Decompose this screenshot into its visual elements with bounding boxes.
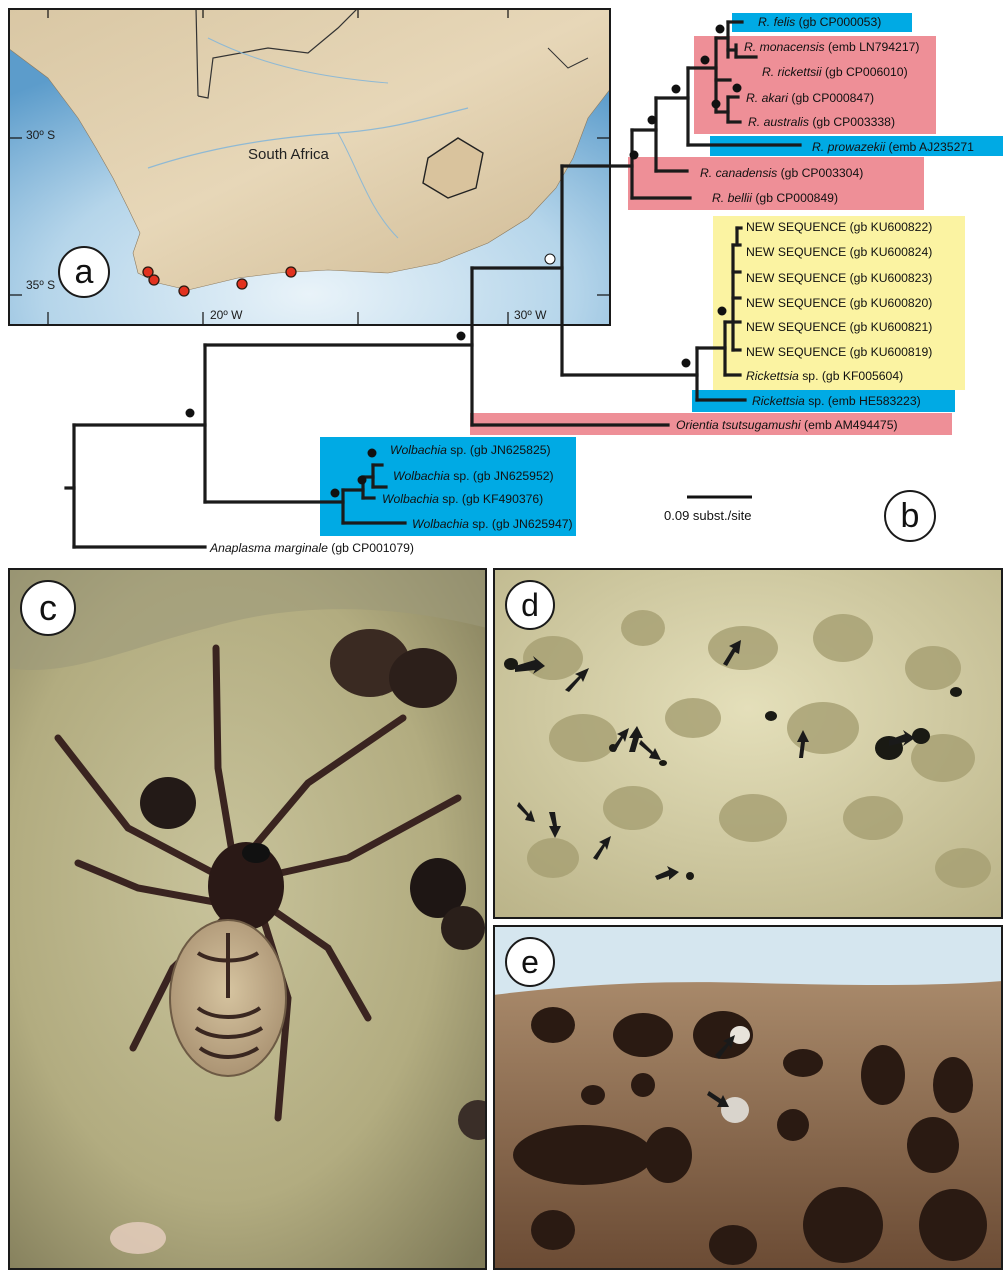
leaf-20: Wolbachia sp. (gb JN625947) [412,517,573,531]
leaf-18: Wolbachia sp. (gb JN625952) [393,469,554,483]
leaf-12: NEW SEQUENCE (gb KU600821) [746,320,932,334]
node-support [630,151,639,160]
leaf-3: R. akari (gb CP000847) [746,91,874,105]
leaf-21: Anaplasma marginale (gb CP001079) [210,541,414,555]
spider-photo-panel: c [8,568,487,1270]
cliff-rock-panel: e [493,925,1003,1270]
spider-photo [8,568,487,1270]
node-support [701,56,710,65]
panel-label-b: b [884,490,936,542]
leaf-5: R. prowazekii (emb AJ235271 [812,140,974,154]
rock-burrows-photo [493,568,1003,919]
panel-label-d: d [505,580,555,630]
leaf-6: R. canadensis (gb CP003304) [700,166,863,180]
node-support [331,489,340,498]
node-support [358,476,367,485]
leaf-7: R. bellii (gb CP000849) [712,191,838,205]
rock-burrows-panel: d [493,568,1003,919]
leaf-9: NEW SEQUENCE (gb KU600824) [746,245,932,259]
leaf-10: NEW SEQUENCE (gb KU600823) [746,271,932,285]
node-support [733,84,742,93]
panel-label-c: c [20,580,76,636]
node-support [682,359,691,368]
node-support [672,85,681,94]
leaf-15: Rickettsia sp. (emb HE583223) [752,394,921,408]
node-support [186,409,195,418]
leaf-0: R. felis (gb CP000053) [758,15,881,29]
node-support-open [545,254,556,265]
node-support [648,116,657,125]
node-support [718,307,727,316]
scale-label: 0.09 subst./site [664,508,751,523]
leaf-14: Rickettsia sp. (gb KF005604) [746,369,903,383]
leaf-19: Wolbachia sp. (gb KF490376) [382,492,543,506]
leaf-2: R. rickettsii (gb CP006010) [762,65,908,79]
node-support [716,25,725,34]
leaf-11: NEW SEQUENCE (gb KU600820) [746,296,932,310]
cliff-rock-photo [493,925,1003,1270]
leaf-13: NEW SEQUENCE (gb KU600819) [746,345,932,359]
leaf-17: Wolbachia sp. (gb JN625825) [390,443,551,457]
node-support [368,449,377,458]
node-support [457,332,466,341]
node-support [712,100,721,109]
leaf-4: R. australis (gb CP003338) [748,115,895,129]
leaf-16: Orientia tsutsugamushi (emb AM494475) [676,418,898,432]
leaf-8: NEW SEQUENCE (gb KU600822) [746,220,932,234]
panel-label-e: e [505,937,555,987]
leaf-1: R. monacensis (emb LN794217) [744,40,919,54]
phylogeny-panel: R. felis (gb CP000053) R. monacensis (em… [0,0,1003,562]
